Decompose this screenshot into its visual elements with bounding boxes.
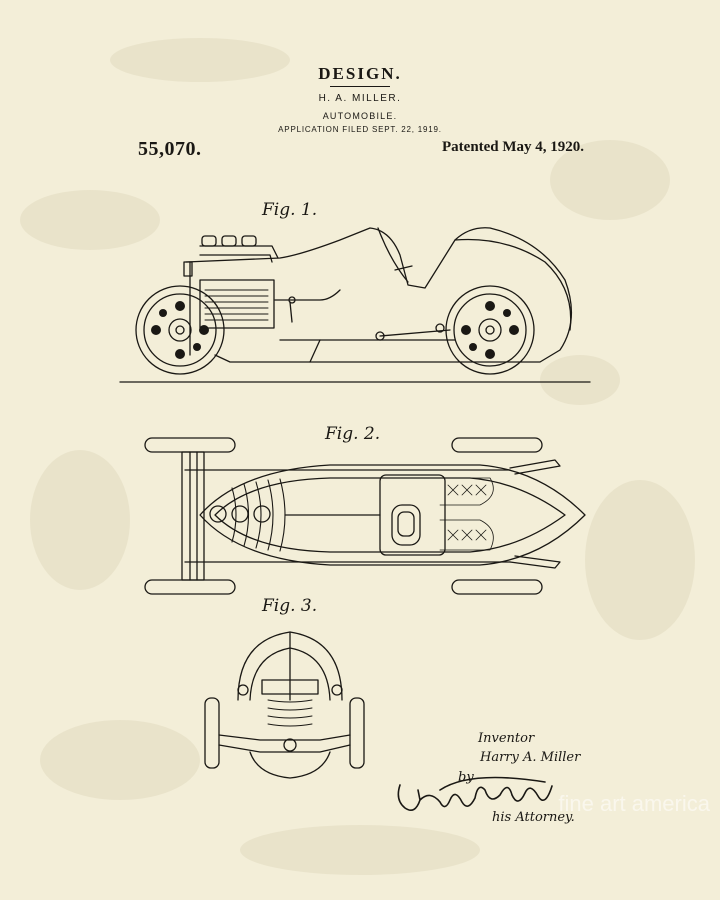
fig3-front-view xyxy=(204,631,365,779)
attorney-signature xyxy=(397,776,553,811)
inventor-signature: Harry A. Miller xyxy=(480,750,581,765)
fig2-plan-view xyxy=(144,437,586,595)
inventor-label: Inventor xyxy=(478,731,535,746)
title-rule xyxy=(330,86,390,87)
patented-date: Patented May 4, 1920. xyxy=(442,139,585,155)
filing-date: APPLICATION FILED SEPT. 22, 1919. xyxy=(278,125,442,134)
design-title: DESIGN. xyxy=(318,64,402,83)
attorney-label: his Attorney. xyxy=(492,810,575,825)
patent-number: 55,070. xyxy=(138,138,202,160)
fig1-side-view xyxy=(119,227,591,383)
fig1-label: Fig. 1. xyxy=(262,200,318,220)
fig2-label: Fig. 2. xyxy=(325,424,381,444)
inventor-heading: H. A. MILLER. xyxy=(318,93,402,104)
by-label: by xyxy=(458,770,474,785)
watermark: fine art america xyxy=(558,791,710,816)
subject-heading: AUTOMOBILE. xyxy=(322,111,398,121)
fig3-label: Fig. 3. xyxy=(262,596,318,616)
